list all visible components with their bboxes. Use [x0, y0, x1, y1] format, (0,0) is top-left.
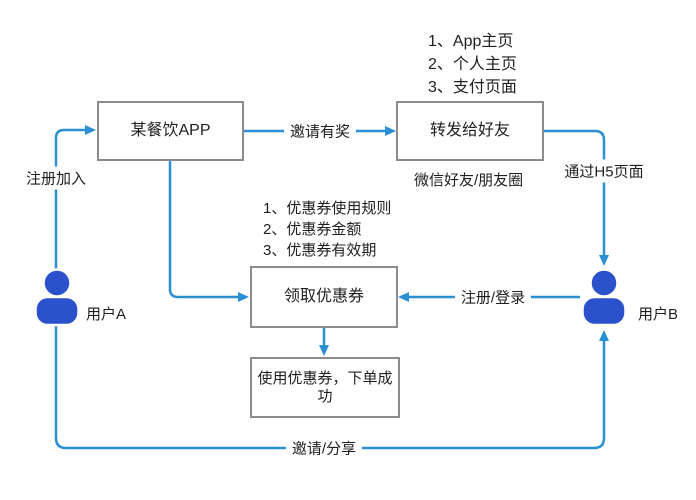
node-use-coupon-order-label: 使用优惠券，下单成功: [257, 369, 393, 405]
arrowhead-into-order: [319, 345, 329, 356]
edge-label-invite-share: 邀请/分享: [285, 436, 363, 460]
arrowhead-into-app: [85, 125, 96, 135]
annotation-coupon-info-item-2: 2、优惠券金额: [263, 221, 362, 238]
annotation-wechat-channels: 微信好友/朋友圈: [414, 172, 524, 189]
arrowhead-into-userb-bottom: [599, 330, 609, 341]
arrowhead-into-forward: [385, 126, 396, 136]
annotation-coupon-info-item-3: 3、优惠券有效期: [263, 242, 377, 259]
user-b-label: 用户B: [638, 306, 679, 323]
edge-label-via-h5: 通过H5页面: [558, 159, 650, 183]
arrowhead-into-coupon-left: [238, 292, 249, 302]
user-b-icon: [581, 268, 627, 327]
annotation-share-pages: 1、App主页 2、个人主页 3、支付页面: [428, 30, 517, 99]
edge-via-h5-line: [544, 129, 606, 256]
node-forward-to-friends-label: 转发给好友: [429, 122, 510, 140]
node-restaurant-app-label: 某餐饮APP: [130, 122, 211, 140]
annotation-share-pages-item-2: 2、个人主页: [428, 56, 517, 73]
user-a-label: 用户A: [86, 306, 127, 323]
edge-label-register-login: 注册/登录: [454, 285, 532, 309]
edge-label-invite-reward: 邀请有奖: [283, 119, 357, 143]
annotation-share-pages-item-1: 1、App主页: [428, 33, 514, 50]
edge-app-to-coupon-line: [168, 161, 239, 299]
annotation-coupon-info-item-1: 1、优惠券使用规则: [263, 200, 392, 217]
user-a-icon: [34, 268, 80, 327]
annotation-coupon-info: 1、优惠券使用规则 2、优惠券金额 3、优惠券有效期: [263, 198, 391, 261]
node-forward-to-friends: 转发给好友: [396, 101, 544, 161]
arrowhead-into-userb-top: [599, 255, 609, 266]
edge-label-register-join: 注册加入: [19, 166, 93, 190]
node-claim-coupon: 领取优惠券: [250, 266, 398, 328]
arrowhead-into-coupon-right: [398, 292, 409, 302]
annotation-share-pages-item-3: 3、支付页面: [428, 79, 517, 96]
node-restaurant-app: 某餐饮APP: [97, 101, 244, 161]
node-claim-coupon-label: 领取优惠券: [283, 288, 364, 306]
edge-register-join-line: [54, 128, 86, 440]
node-use-coupon-order: 使用优惠券，下单成功: [250, 357, 400, 418]
edge-invite-share-line: [54, 341, 606, 450]
